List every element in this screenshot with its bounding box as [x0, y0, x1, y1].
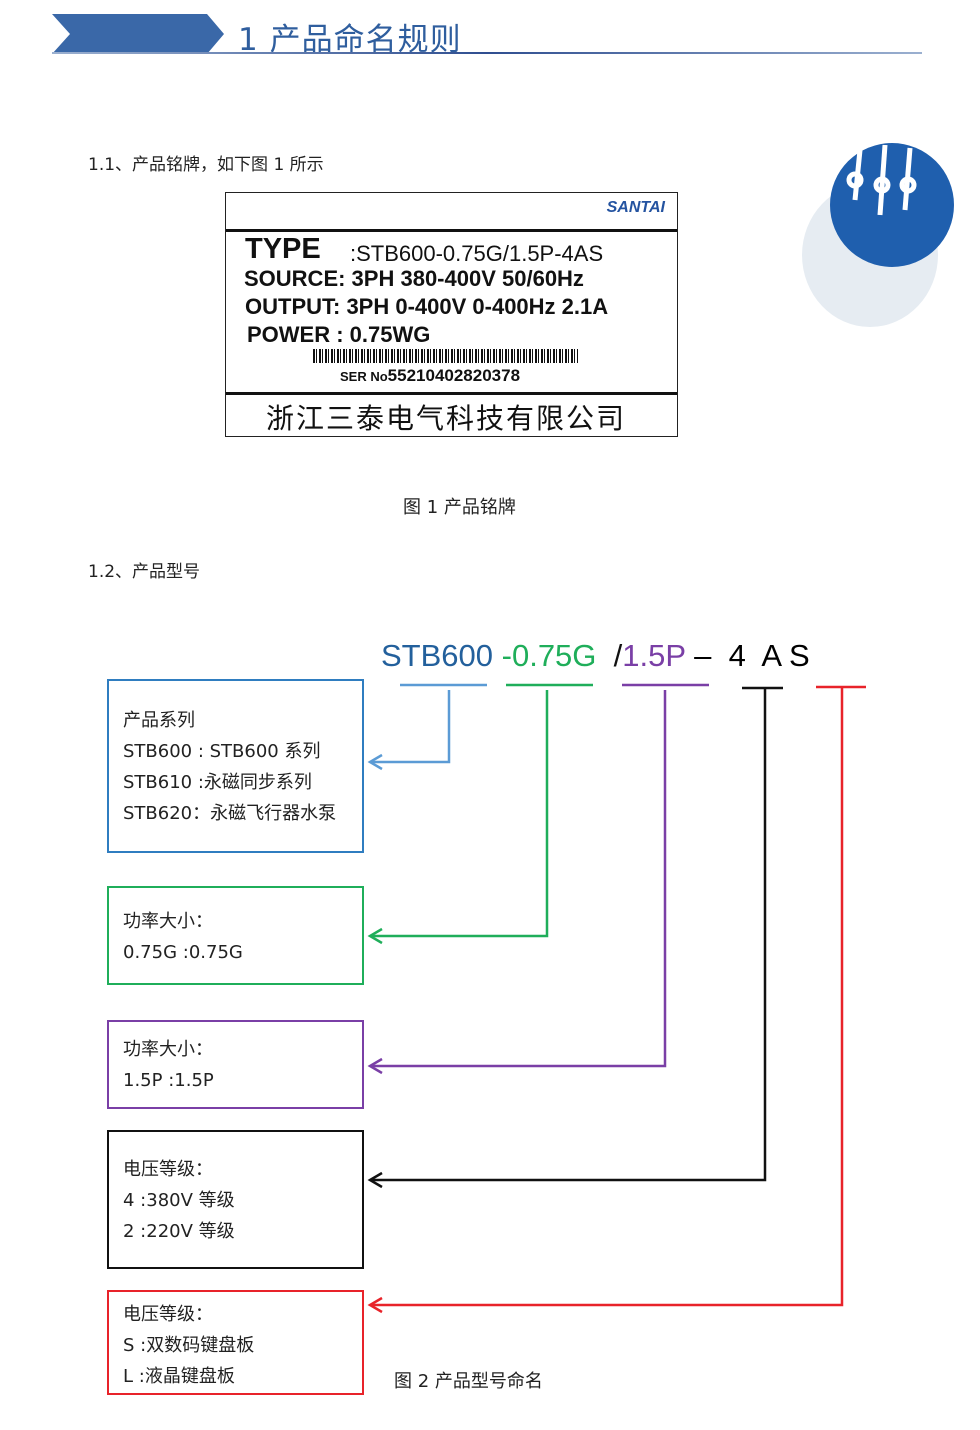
figure2-caption: 图 2 产品型号命名 [394, 1371, 543, 1392]
code-series: STB600 [381, 638, 494, 673]
box-line: STB620：永磁飞行器水泵 [123, 803, 337, 824]
type-value: :STB600-0.75G/1.5P-4AS [350, 241, 604, 266]
nameplate: SANTAI TYPE :STB600-0.75G/1.5P-4AS SOURC… [225, 192, 678, 437]
box-heading: 电压等级： [123, 1159, 213, 1180]
voltage-connector [367, 686, 783, 1189]
ser-value: 55210402820378 [387, 366, 521, 385]
brand-plug-logo-icon [802, 143, 954, 327]
source-line: SOURCE: 3PH 380-400V 50/60Hz [244, 266, 584, 291]
box-heading: 功率大小： [123, 1039, 213, 1060]
power-line: POWER : 0.75WG [247, 322, 431, 347]
ser-label: SER No [340, 369, 388, 384]
box-line: 1.5P :1.5P [123, 1070, 214, 1091]
box-line: 4 :380V 等级 [123, 1190, 235, 1211]
header-chevron-icon [52, 14, 224, 54]
type-label: TYPE [245, 233, 321, 265]
box-line: L :液晶键盘板 [123, 1366, 235, 1387]
box-line: STB600 : STB600 系列 [123, 741, 321, 762]
keypad-box: 电压等级： S :双数码键盘板 L :液晶键盘板 [107, 1290, 364, 1395]
code-slash: / [613, 638, 623, 673]
voltage-box: 电压等级： 4 :380V 等级 2 :220V 等级 [107, 1130, 364, 1269]
box-line: S :双数码键盘板 [123, 1335, 255, 1356]
code-power1: -0.75G [501, 638, 597, 673]
power2-box: 功率大小： 1.5P :1.5P [107, 1020, 364, 1109]
plate-divider [226, 392, 677, 395]
santai-logo: SANTAI [606, 199, 665, 216]
model-code: STB600 -0.75G /1.5P – 4 A S [381, 638, 810, 674]
company-name: 浙江三泰电气科技有限公司 [266, 402, 627, 435]
plate-divider [226, 229, 677, 232]
code-power2: 1.5P [622, 638, 686, 673]
power1-box: 功率大小： 0.75G :0.75G [107, 886, 364, 985]
series-connector [367, 683, 487, 771]
keypad-connector [367, 685, 866, 1314]
box-heading: 电压等级： [123, 1304, 213, 1325]
figure1-caption: 图 1 产品铭牌 [403, 497, 516, 518]
series-box: 产品系列 STB600 : STB600 系列 STB610 :永磁同步系列 S… [107, 679, 364, 853]
box-line: 2 :220V 等级 [123, 1221, 235, 1242]
power2-connector [367, 683, 709, 1075]
code-voltage: 4 [728, 638, 746, 673]
box-line: STB610 :永磁同步系列 [123, 772, 312, 793]
code-s: S [788, 638, 810, 673]
barcode [313, 349, 578, 363]
power1-connector [367, 683, 593, 945]
box-heading: 产品系列 [123, 710, 195, 731]
header-divider [52, 52, 922, 54]
section-heading: 1.2、产品型号 [88, 562, 201, 582]
code-dash: – [694, 638, 712, 673]
code-a: A [761, 638, 781, 673]
output-line: OUTPUT: 3PH 0-400V 0-400Hz 2.1A [245, 294, 609, 319]
box-heading: 功率大小： [123, 911, 213, 932]
section-heading: 1.1、产品铭牌，如下图 1 所示 [88, 155, 324, 175]
box-line: 0.75G :0.75G [123, 942, 243, 963]
